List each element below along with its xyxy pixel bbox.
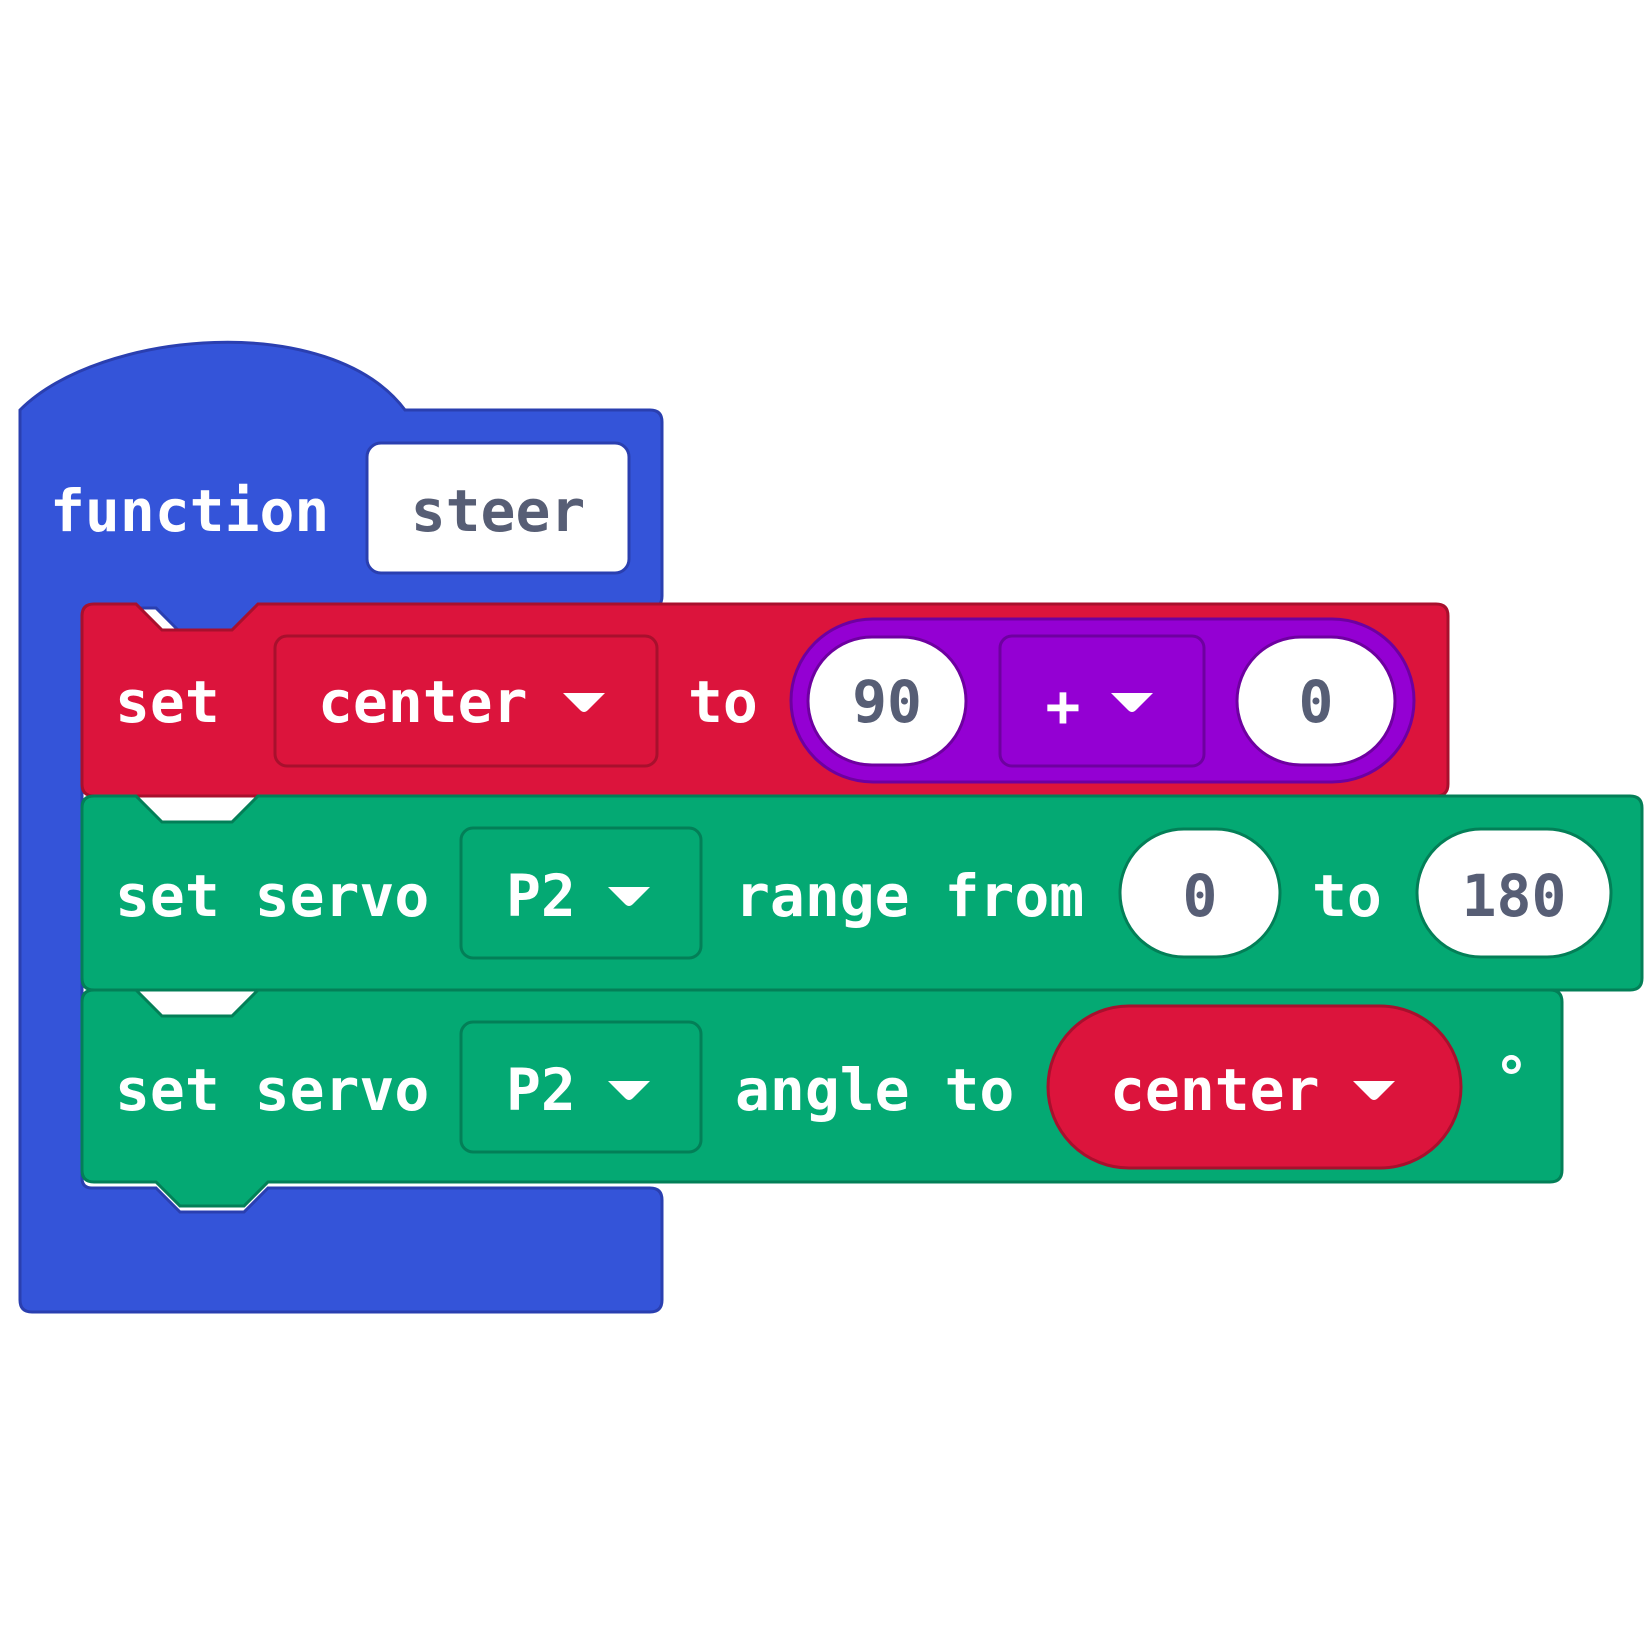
pin-dropdown-label: P2 bbox=[506, 1056, 576, 1124]
chevron-down-icon bbox=[1111, 693, 1153, 712]
range-to-value: 180 bbox=[1462, 862, 1567, 930]
function-block[interactable]: function steer bbox=[18, 340, 664, 1314]
left-operand-value: 90 bbox=[852, 668, 922, 736]
angle-to-label: angle to bbox=[735, 1056, 1014, 1124]
function-name-value: steer bbox=[411, 477, 586, 545]
operator-dropdown[interactable] bbox=[998, 634, 1206, 768]
range-from-label: range from bbox=[735, 862, 1084, 930]
left-operand-field[interactable] bbox=[806, 635, 968, 767]
pin-dropdown-label: P2 bbox=[506, 862, 576, 930]
pin-dropdown[interactable] bbox=[459, 826, 703, 960]
function-name-field[interactable] bbox=[365, 441, 631, 575]
servo-angle-block[interactable]: set servo P2 angle to center ° bbox=[80, 988, 1564, 1208]
range-to-field[interactable] bbox=[1415, 827, 1613, 959]
operator-label: + bbox=[1046, 672, 1081, 740]
variable-dropdown[interactable] bbox=[273, 634, 659, 768]
chevron-down-icon bbox=[563, 693, 605, 712]
range-from-field[interactable] bbox=[1118, 827, 1282, 959]
right-operand-value: 0 bbox=[1299, 668, 1334, 736]
function-keyword: function bbox=[50, 477, 329, 545]
to-label: to bbox=[688, 668, 758, 736]
chevron-down-icon bbox=[608, 887, 650, 906]
variable-dropdown-label: center bbox=[318, 668, 528, 736]
degree-unit: ° bbox=[1494, 1044, 1529, 1112]
variable-reporter[interactable] bbox=[1046, 1004, 1463, 1170]
set-keyword: set bbox=[115, 668, 220, 736]
range-to-label: to bbox=[1312, 862, 1382, 930]
right-operand-field[interactable] bbox=[1235, 635, 1397, 767]
set-servo-label: set servo bbox=[115, 862, 429, 930]
set-servo-label: set servo bbox=[115, 1056, 429, 1124]
servo-range-block[interactable]: set servo P2 range from 0 to 180 bbox=[80, 794, 1644, 992]
chevron-down-icon bbox=[608, 1081, 650, 1100]
pin-dropdown[interactable] bbox=[459, 1020, 703, 1154]
set-variable-block[interactable]: set center to 90 + 0 bbox=[80, 602, 1450, 798]
chevron-down-icon bbox=[1353, 1081, 1395, 1100]
range-from-value: 0 bbox=[1183, 862, 1218, 930]
variable-reporter-label: center bbox=[1110, 1056, 1320, 1124]
